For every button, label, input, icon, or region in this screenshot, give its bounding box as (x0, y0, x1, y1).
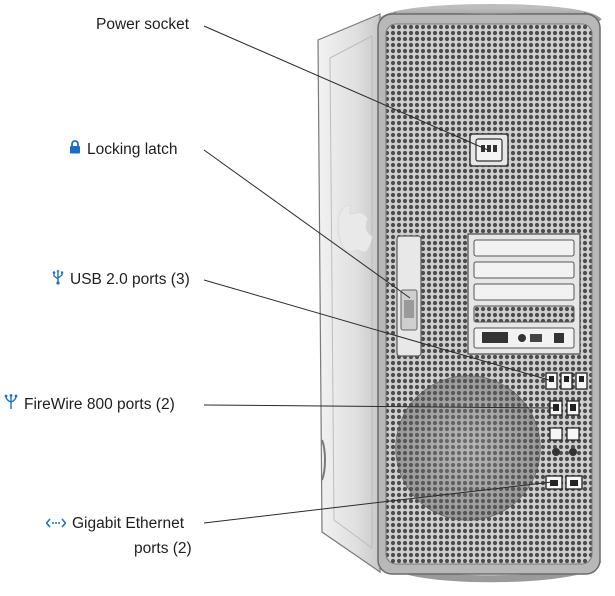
ethernet-arrows-icon (45, 514, 67, 534)
label-power-socket: Power socket (96, 15, 189, 35)
ethernet-ports-text-line1: Gigabit Ethernet (72, 515, 185, 533)
leader-line-locking-latch (203, 149, 411, 299)
usb-ports-text: USB 2.0 ports (3) (70, 271, 190, 289)
label-ethernet-ports-line2: ports (2) (134, 539, 192, 559)
apple-logo (337, 204, 373, 253)
leader-line-firewire-ports (203, 404, 556, 409)
firewire-icon (4, 394, 18, 416)
fan-grille (395, 375, 541, 521)
firewire-ports (549, 400, 580, 416)
label-locking-latch: Locking latch (69, 140, 177, 160)
locking-latch-text: Locking latch (87, 141, 178, 159)
label-firewire-ports: FireWire 800 ports (2) (4, 394, 175, 416)
ethernet-ports-text-line2: ports (2) (134, 540, 192, 557)
pci-slot-covers (473, 239, 575, 349)
padlock-icon (69, 140, 81, 160)
audio-ports (549, 427, 580, 456)
usb-trident-icon (52, 269, 64, 291)
power-socket-text: Power socket (96, 16, 190, 33)
label-ethernet-ports: Gigabit Ethernet (45, 514, 185, 534)
leader-line-ethernet-ports (203, 481, 553, 524)
ethernet-ports (545, 475, 583, 490)
label-usb-ports: USB 2.0 ports (3) (52, 269, 190, 291)
leader-line-power-socket (203, 25, 489, 151)
usb-ports (545, 372, 588, 390)
leader-line-usb-ports (203, 279, 550, 381)
firewire-ports-text: FireWire 800 ports (2) (24, 396, 175, 414)
